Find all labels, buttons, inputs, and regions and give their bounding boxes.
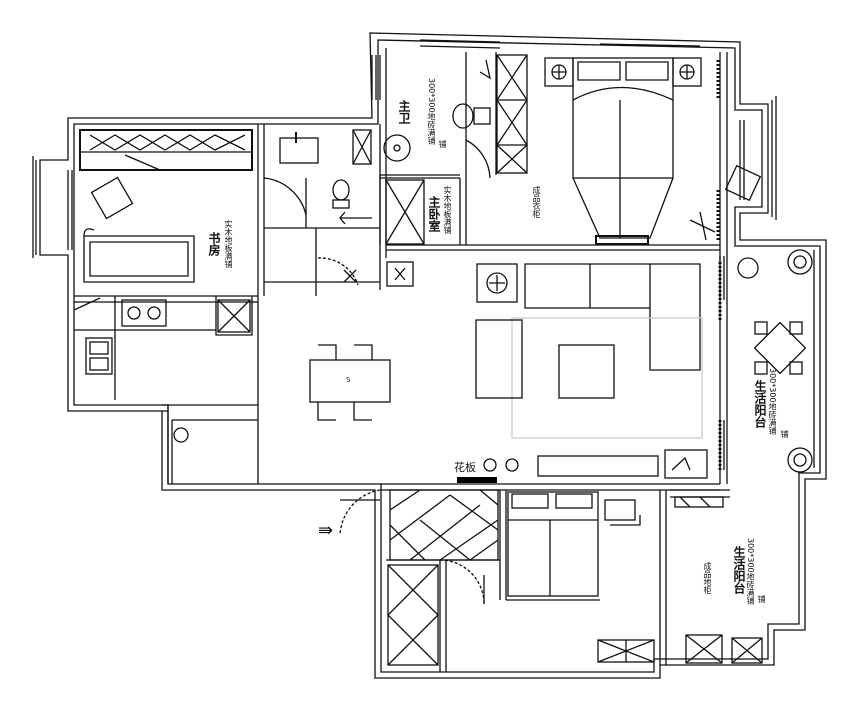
balcony-living-title: 生活阳台 — [753, 380, 767, 428]
outer-walls — [32, 32, 827, 679]
flower-board-label: 花板 — [454, 461, 476, 474]
living-balcony — [737, 249, 813, 473]
master-bedroom — [544, 57, 762, 245]
master-bath-title: 主卫 — [397, 100, 411, 124]
balcony-south-note2: 铺 — [757, 595, 766, 603]
balcony-living-note2: 铺 — [780, 430, 789, 438]
master-bed-note: 实木地板满铺 — [443, 186, 452, 234]
dining-table-mark: S — [346, 376, 351, 384]
wardrobe-master-label: 成品衣柜 — [532, 186, 541, 218]
master-bath-note2: 铺 — [438, 140, 447, 148]
study-furniture — [79, 129, 253, 283]
master-bath-note: 300*300地砖满铺 — [427, 78, 436, 145]
master-bed-title: 主卧室 — [427, 196, 441, 232]
study-note: 实木地板满铺 — [224, 220, 233, 268]
entry-arrow: ⇛ — [318, 520, 334, 541]
study-title: 书房 — [207, 232, 221, 256]
living-dining — [309, 261, 722, 479]
lower-rooms — [387, 489, 763, 666]
doors — [263, 139, 491, 605]
wardrobe-second-label: 成品地柜 — [703, 562, 712, 594]
kitchen — [73, 297, 251, 443]
master-bath — [383, 54, 528, 245]
balcony-south-note: 300*300地砖满铺 — [746, 538, 755, 605]
balcony-living-note: 300*300地砖满铺 — [768, 368, 777, 435]
flower-board-bar — [457, 477, 497, 483]
balcony-south-title: 生活阳台 — [732, 546, 746, 594]
bath-furniture — [279, 129, 372, 283]
